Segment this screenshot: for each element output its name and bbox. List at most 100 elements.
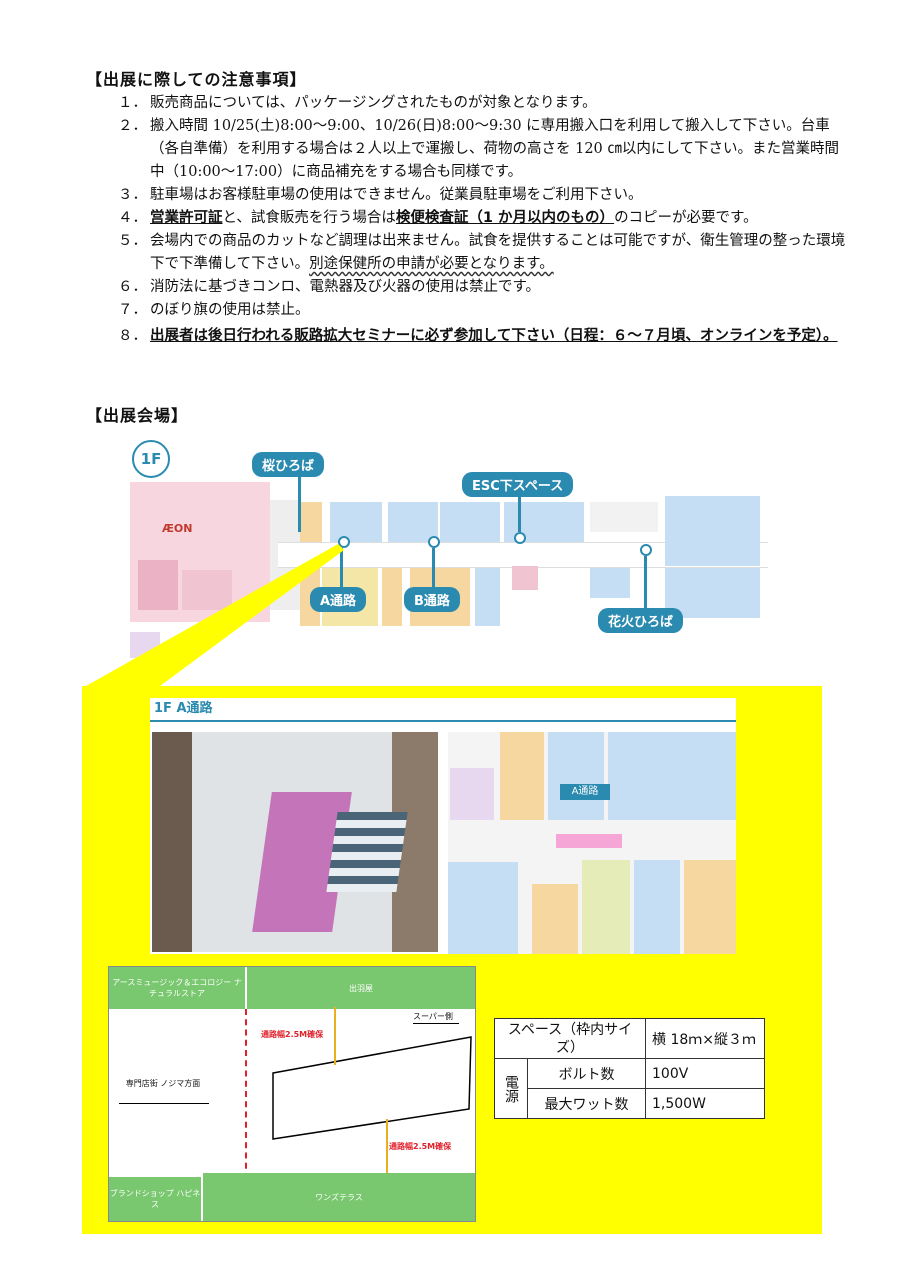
- item-text-part: のコピーが必要です。: [614, 210, 758, 226]
- map-block: [138, 560, 178, 610]
- map-block: [382, 568, 402, 626]
- item-text: 搬入時間 10/25(土)8:00～9:00、10/26(日)8:00～9:30…: [150, 118, 839, 180]
- photo-shop-left: [152, 732, 192, 952]
- map-block: [500, 732, 544, 820]
- list-item: ７． のぼり旗の使用は禁止。: [118, 299, 848, 322]
- map-block: [590, 568, 630, 598]
- pin-dot: [640, 544, 652, 556]
- spec-table: スペース（枠内サイズ） 横 18ｍ×縦３ｍ 電源 ボルト数 100V 最大ワット…: [494, 1018, 765, 1119]
- watt-label: 最大ワット数: [527, 1088, 646, 1119]
- boundary-line: [245, 1009, 247, 1179]
- item-text: 駐車場はお客様駐車場の使用はできません。従業員駐車場をご利用下さい。: [150, 187, 643, 203]
- store-block: 出羽屋: [247, 967, 475, 1009]
- a-passage-label: A通路: [310, 587, 367, 612]
- seminar-note: 出展者は後日行われる販路拡大セミナーに必ず参加して下さい（日程：６～７月頃、オン…: [150, 328, 838, 344]
- list-item: ５． 会場内での商品のカットなど調理は出来ません。試食を提供することは可能ですが…: [118, 230, 848, 276]
- map-block: [548, 732, 604, 820]
- map-block: [448, 862, 518, 954]
- item-text: 会場内での商品のカットなど調理は出来ません。試食を提供することは可能ですが、衛生…: [150, 230, 848, 276]
- detail-title: 1F A通路: [150, 698, 736, 722]
- space-value: 横 18ｍ×縦３ｍ: [645, 1018, 765, 1059]
- pin-dot: [428, 536, 440, 548]
- venue-heading: 【出展会場】: [86, 406, 189, 425]
- map-block: [684, 860, 736, 954]
- table-row: 電源 ボルト数 100V: [494, 1058, 765, 1119]
- pin-dot: [514, 532, 526, 544]
- arrow-line: [119, 1103, 209, 1104]
- pin-line: [518, 496, 521, 532]
- map-block: [475, 568, 500, 626]
- health-center-note: 別途保健所の申請が必要となります。: [309, 256, 554, 272]
- pin-line: [644, 556, 647, 608]
- map-block: [608, 732, 736, 820]
- license-emphasis: 営業許可証: [150, 210, 223, 226]
- table-row: スペース（枠内サイズ） 横 18ｍ×縦３ｍ: [494, 1018, 765, 1059]
- map-block: [182, 570, 232, 610]
- item-number: ４．: [118, 210, 147, 226]
- space-label: スペース（枠内サイズ）: [494, 1018, 646, 1059]
- table-row: 最大ワット数 1,500W: [495, 1088, 765, 1119]
- notes-heading: 【出展に際しての注意事項】: [86, 70, 307, 89]
- list-item: ２． 搬入時間 10/25(土)8:00～9:00、10/26(日)8:00～9…: [118, 115, 848, 184]
- list-item: １． 販売商品については、パッケージングされたものが対象となります。: [118, 92, 848, 115]
- item-number: ８．: [118, 328, 147, 344]
- esc-space-label: ESC下スペース: [462, 472, 574, 497]
- detail-map: A通路: [448, 732, 736, 954]
- booth-pin-label: A通路: [560, 784, 610, 800]
- direction-label: 専門店街 ノジマ方面: [125, 1079, 201, 1088]
- direction-label: スーパー側: [413, 1012, 453, 1021]
- list-item: ８． 出展者は後日行われる販路拡大セミナーに必ず参加して下さい（日程：６～７月頃…: [118, 325, 848, 348]
- pin-line: [432, 548, 435, 588]
- item-text-part: と、試食販売を行う場合は: [222, 210, 396, 226]
- b-passage-label: B通路: [404, 587, 460, 612]
- map-block: [512, 566, 538, 590]
- power-label: 電源: [494, 1058, 528, 1119]
- map-block: [590, 502, 658, 532]
- item-number: ５．: [118, 233, 147, 249]
- photo-stripes: [326, 812, 408, 892]
- notes-list: １． 販売商品については、パッケージングされたものが対象となります。 ２． 搬入…: [118, 92, 848, 348]
- hanabi-hiroba-label: 花火ひろば: [598, 608, 684, 633]
- booth-diagram: アースミュージック＆エコロジー ナチュラルストア 出羽屋 スーパー側 専門店街 …: [108, 966, 476, 1222]
- pin-line: [298, 476, 301, 532]
- item-text: 販売商品については、パッケージングされたものが対象となります。: [150, 95, 597, 111]
- floor-badge: 1F: [132, 440, 170, 478]
- item-text: のぼり旗の使用は禁止。: [150, 302, 310, 318]
- floor-map: 1F ÆON 桜ひろば ESC下スペース A通路 B通路 花火ひろば: [120, 440, 780, 670]
- a-passage-detail: 1F A通路 A通路: [150, 698, 736, 954]
- item-number: ２．: [118, 118, 147, 134]
- store-block: アースミュージック＆エコロジー ナチュラルストア: [109, 967, 245, 1009]
- item-text: 営業許可証と、試食販売を行う場合は検便検査証（1 か月以内のもの）のコピーが必要…: [150, 207, 848, 230]
- item-number: ６．: [118, 279, 147, 295]
- pin-line: [340, 548, 343, 588]
- map-block: [634, 860, 680, 954]
- item-number: ３．: [118, 187, 147, 203]
- map-block: [665, 568, 760, 618]
- arrow-line: [413, 1023, 459, 1024]
- item-text: 消防法に基づきコンロ、電熱器及び火器の使用は禁止です。: [150, 279, 541, 295]
- width-note: 通路幅2.5M確保: [261, 1030, 324, 1039]
- store-block: ブランドショップ ハピネス: [109, 1177, 201, 1221]
- corridor-photo: [152, 732, 438, 952]
- store-block: ワンズテラス: [203, 1173, 475, 1221]
- map-block: [388, 502, 438, 542]
- booth-outline: [272, 1007, 472, 1173]
- width-note: 通路幅2.5M確保: [389, 1142, 452, 1151]
- map-block: [532, 884, 578, 954]
- stool-test-emphasis: 検便検査証（1 か月以内のもの）: [395, 210, 615, 226]
- list-item: ６． 消防法に基づきコンロ、電熱器及び火器の使用は禁止です。: [118, 276, 848, 299]
- booth-area: [556, 834, 622, 848]
- map-block: [582, 860, 630, 954]
- map-block: [300, 502, 322, 542]
- list-item: ４． 営業許可証と、試食販売を行う場合は検便検査証（1 か月以内のもの）のコピー…: [118, 207, 848, 230]
- item-number: ７．: [118, 302, 147, 318]
- sakura-hiroba-label: 桜ひろば: [252, 452, 325, 477]
- map-block: [440, 502, 500, 542]
- volt-label: ボルト数: [527, 1058, 646, 1089]
- pin-dot: [338, 536, 350, 548]
- list-item: ３． 駐車場はお客様駐車場の使用はできません。従業員駐車場をご利用下さい。: [118, 184, 848, 207]
- map-block: [665, 496, 760, 566]
- item-text-part: 会場内での商品のカットなど調理は出来ません。試食を提供することは可能ですが、衛生…: [150, 233, 846, 272]
- watt-value: 1,500W: [645, 1088, 765, 1119]
